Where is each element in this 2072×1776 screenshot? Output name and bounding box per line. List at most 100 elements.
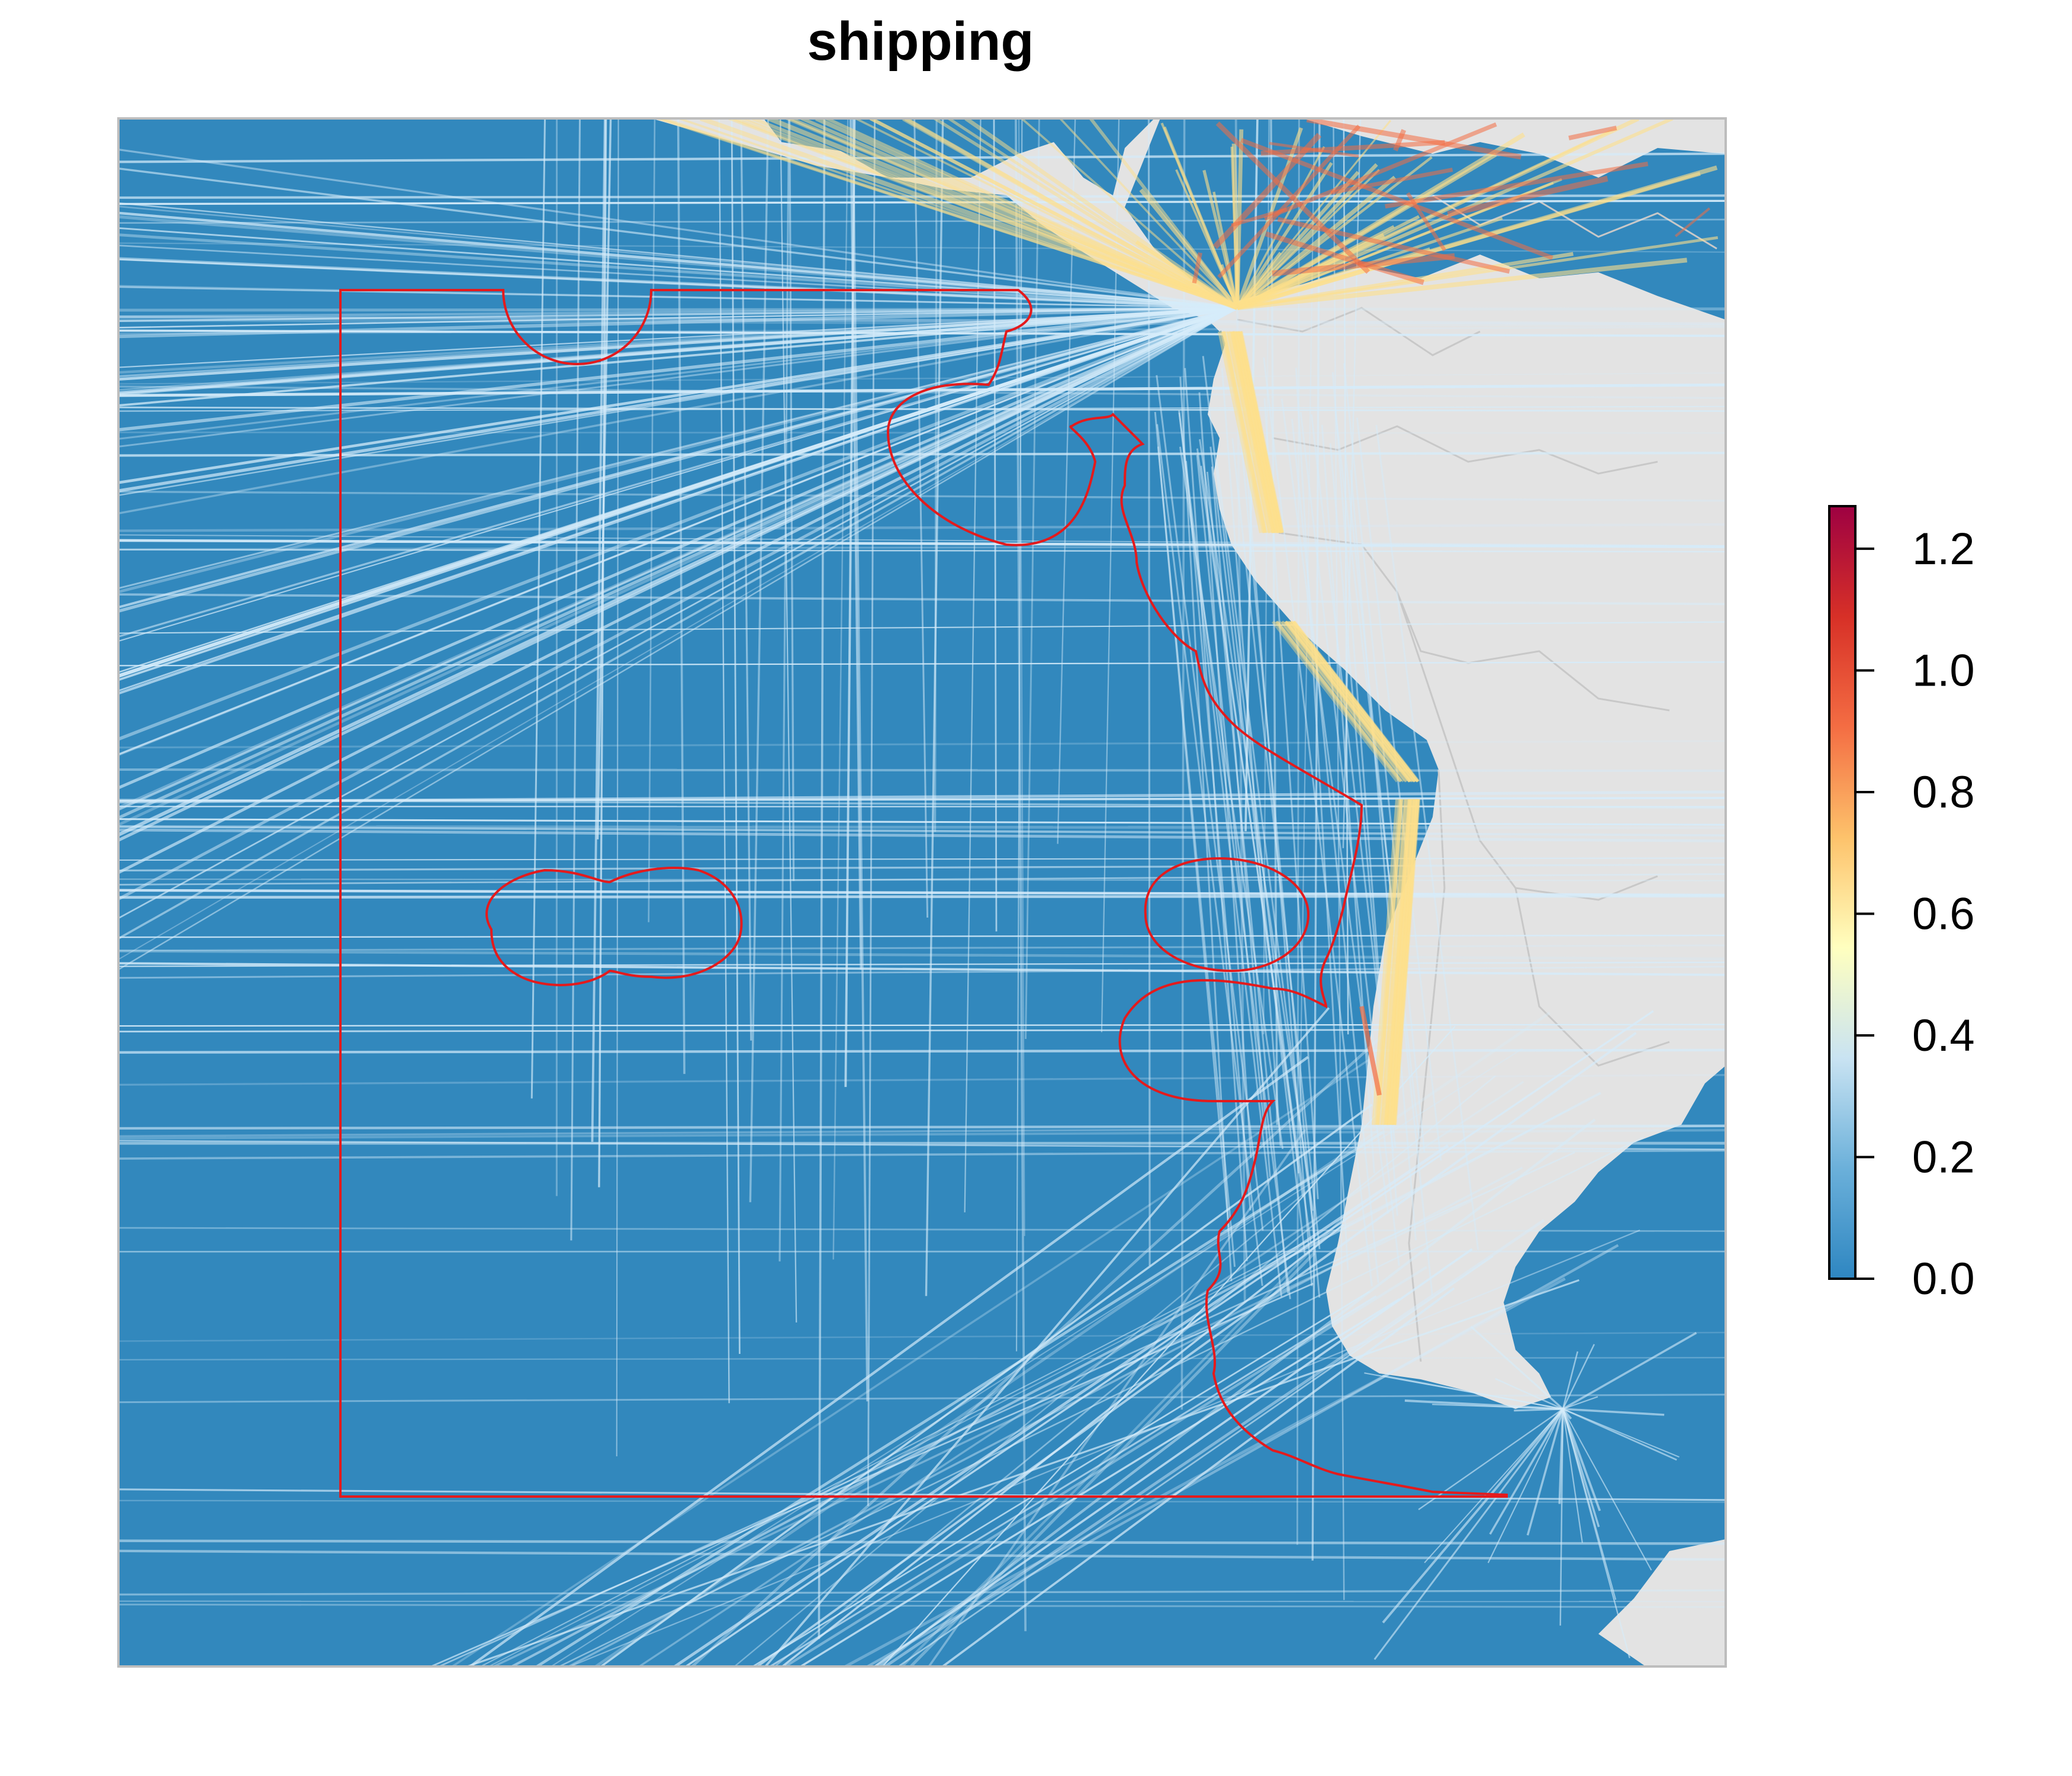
shipping-lane (118, 661, 1726, 667)
shipping-lane (884, 1219, 1545, 1666)
shipping-lane (1212, 133, 1322, 249)
shipping-lane (1390, 799, 1418, 1125)
shipping-lane (925, 118, 944, 1296)
shipping-lane (1292, 620, 1419, 783)
shipping-lane (551, 1048, 1523, 1666)
shipping-lane (1274, 620, 1401, 783)
shipping-lane (118, 863, 1726, 872)
eez-island-cluster-west (485, 867, 743, 986)
shipping-lane (1221, 368, 1282, 1146)
legend-tick-label: 0.6 (1912, 889, 1975, 939)
shipping-lane (993, 118, 998, 932)
shipping-lane (1382, 1375, 1563, 1410)
shipping-lane (718, 118, 730, 1404)
shipping-lane (1562, 1344, 1595, 1410)
shipping-lane (118, 307, 1238, 638)
shipping-lane (909, 1251, 1315, 1666)
shipping-lane (118, 966, 1726, 979)
shipping-lane (118, 1024, 1726, 1027)
shipping-lane (1179, 377, 1233, 1282)
shipping-lane (118, 1227, 1726, 1233)
shipping-lane (118, 200, 1726, 205)
shipping-lane (118, 944, 1726, 952)
shipping-lane (1202, 356, 1300, 1174)
shipping-lane (118, 825, 1726, 837)
shipping-lane (118, 825, 1726, 829)
legend-ticks: 0.00.20.40.60.81.01.2 (1855, 524, 1975, 1304)
shipping-lane (1562, 1408, 1665, 1416)
shipping-lane (1237, 247, 1430, 310)
shipping-lane (118, 306, 1238, 594)
shipping-lane (1562, 1408, 1572, 1420)
shipping-lane (1236, 175, 1397, 310)
shipping-lane (752, 1291, 1370, 1666)
shipping-lane (1263, 122, 1497, 221)
shipping-lane (1224, 331, 1269, 533)
shipping-lane (118, 318, 1726, 327)
shipping-lane (1218, 331, 1263, 533)
shipping-lane (1226, 331, 1272, 533)
shipping-lane (1376, 799, 1404, 1125)
border-line (1408, 769, 1446, 1362)
shipping-lane (118, 307, 1238, 940)
shipping-lane (789, 118, 1238, 310)
shipping-lane (784, 1266, 1428, 1666)
shipping-lane (118, 307, 1238, 919)
shipping-lane (878, 1118, 1596, 1666)
shipping-lane (764, 1007, 1330, 1666)
shipping-lane (118, 307, 1726, 312)
shipping-lane (1562, 1408, 1677, 1461)
shipping-lane (118, 1048, 1726, 1054)
shipping-lane (1199, 439, 1314, 1211)
shipping-lane (118, 1600, 1726, 1603)
shipping-lane (118, 1028, 1726, 1032)
shipping-lane (1330, 168, 1453, 195)
shipping-lane (469, 1056, 1309, 1666)
shipping-lane (1235, 256, 1240, 308)
shipping-lane (1406, 192, 1446, 252)
shipping-lane (1306, 118, 1521, 160)
shipping-lane (118, 306, 1238, 790)
shipping-lane (118, 406, 1726, 412)
shipping-lane (1018, 118, 1025, 1236)
shipping-lane (1292, 620, 1419, 783)
shipping-lane (118, 1539, 1726, 1545)
shipping-lane (1236, 331, 1282, 533)
caribbean-north-land (1302, 118, 1726, 178)
shipping-lane (118, 242, 1726, 253)
color-legend: 0.00.20.40.60.81.01.2 (1828, 505, 1975, 1304)
shipping-lane (1156, 375, 1264, 1231)
shipping-lane (1296, 118, 1300, 1545)
shipping-lane (733, 1186, 1313, 1666)
shipping-lane (1231, 438, 1321, 1250)
shipping-lane (1238, 331, 1283, 533)
shipping-lane (1222, 331, 1267, 533)
shipping-lane (867, 1244, 1619, 1666)
shipping-lane (1562, 1408, 1652, 1571)
shipping-lane (1287, 620, 1414, 783)
shipping-lane (1568, 126, 1617, 140)
shipping-lane (1286, 620, 1413, 783)
shipping-lane (1263, 357, 1373, 1286)
shipping-lane (1375, 424, 1479, 1250)
shipping-lane (1447, 175, 1608, 217)
shipping-lane (559, 1136, 1644, 1666)
shipping-lane (661, 118, 1238, 310)
shipping-lane (1236, 146, 1325, 308)
eez-island-east (1144, 857, 1310, 973)
shipping-lane (942, 1287, 1455, 1666)
shipping-lane (867, 118, 876, 1506)
shipping-lane (756, 1032, 1637, 1666)
shipping-lane (1233, 331, 1279, 533)
shipping-lane (1487, 1408, 1563, 1563)
shipping-lane (118, 523, 1726, 532)
shipping-lane (570, 118, 581, 1241)
shipping-lane (1287, 620, 1414, 783)
shipping-lane (1236, 170, 1360, 310)
eez-outer-boundary (339, 289, 1508, 1498)
shipping-lane (844, 1277, 1566, 1666)
shipping-lane (1289, 620, 1417, 783)
legend-colorbar (1828, 505, 1857, 1280)
shipping-lane (1284, 620, 1411, 783)
shipping-lane (1470, 1325, 1564, 1410)
